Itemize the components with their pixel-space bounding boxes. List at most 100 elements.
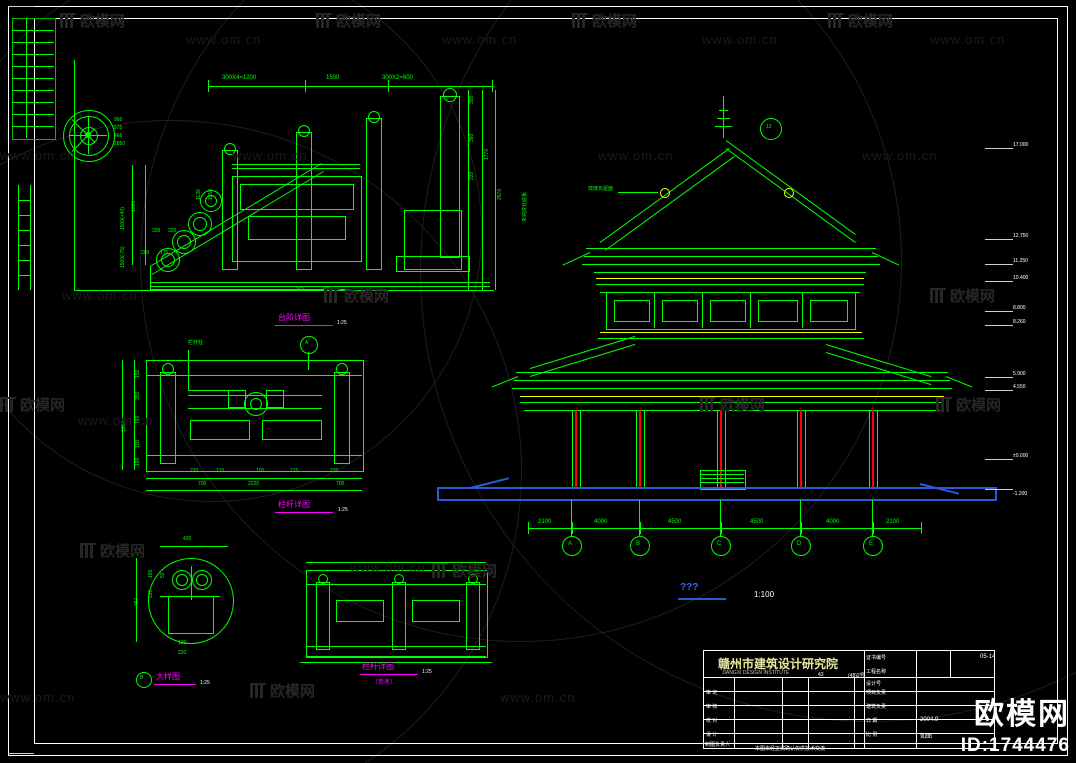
callout-circle-a: [300, 336, 318, 354]
railing-dim-b-3: 715: [290, 468, 299, 474]
railing-dim-b-4: 220: [330, 468, 339, 474]
stair-note-right: 未完成处底板: [522, 191, 528, 222]
stair-detail-scale: 1:25: [337, 320, 347, 326]
railing-panel-right: [262, 420, 322, 440]
axis-bubble-b: [630, 536, 650, 556]
tb-role-0: 审 定: [706, 690, 718, 696]
upper-roof-eave: [586, 248, 876, 249]
tb-role-3: 设 计: [706, 732, 718, 738]
panel-dim-left-2: 155: [148, 569, 154, 578]
newel-post: [222, 150, 238, 270]
column-a: [575, 410, 577, 488]
panel-detail-circle: [148, 558, 234, 644]
railing-dim-left-4: 100: [135, 439, 141, 448]
level-12750: 12.750: [1013, 233, 1029, 239]
stair-base-block: [404, 210, 462, 270]
railing-dim-b-6: 2220: [248, 481, 260, 487]
stair-dim-bottom-0: 3X5: [295, 286, 304, 292]
railing-detail-title: 栏杆详图: [278, 500, 310, 509]
callout-12-label: 12: [766, 124, 772, 130]
roof-ornament: [660, 188, 670, 198]
level-8800: 8.800: [1013, 305, 1026, 311]
watermark-brand: 欧模网: [936, 394, 1001, 415]
railing-elev-post: [466, 582, 480, 650]
stair-dim-r1: 575: [114, 125, 123, 131]
watermark-url: www.om.cn: [186, 32, 262, 47]
level-11250: 11.250: [1013, 258, 1028, 264]
axis-label-d: D: [797, 541, 802, 547]
watermark-url: www.om.cn: [78, 413, 154, 428]
railing-dim-left-5: 190: [135, 457, 141, 466]
railing-detail-scale: 1:25: [338, 507, 348, 513]
axis-label-a: A: [568, 541, 573, 547]
railing-elev-title: 栏杆详图: [362, 662, 394, 671]
axis-bubble-d: [791, 536, 811, 556]
column-e: [872, 410, 874, 488]
level-5900: 5.900: [1013, 371, 1026, 377]
main-view-title: ???: [680, 582, 699, 593]
watermark-url: www.om.cn: [62, 288, 138, 303]
brand-glyph-icon: [80, 543, 96, 558]
tb-role2-0: 项目负责: [866, 690, 887, 696]
balustrade-panel: [232, 176, 362, 262]
stair-dim-col-3: 1770: [484, 148, 490, 160]
column-c: [720, 410, 722, 488]
project-value: (48)2号: [848, 673, 865, 679]
brand-glyph-icon: [700, 397, 716, 412]
podium-top: [437, 487, 997, 489]
watermark-brand: 欧模网: [316, 10, 381, 31]
span-4: 4000: [826, 519, 840, 525]
tb-role-4: 制图负责人: [705, 742, 731, 748]
panel-dim-left-0: 457: [134, 597, 140, 606]
stair-detail-title: 台阶详图: [278, 313, 310, 322]
watermark-brand: 欧模网: [432, 560, 497, 581]
level-0000: ±0.000: [1013, 453, 1029, 459]
brand-glyph-icon: [60, 13, 76, 28]
tb-date: 2004.9: [920, 717, 939, 723]
level-4550: 4.550: [1013, 384, 1026, 390]
panel-detail-scale: 1:25: [200, 680, 210, 686]
tb-drawing-note: 本图未经正式确认仅供技术交流: [755, 746, 826, 752]
panel-scroll-right: [192, 570, 212, 590]
stair-dim-r2: 466: [114, 133, 123, 139]
railing-elev-scale: 1:25: [422, 669, 432, 675]
railing-dim-b-2: 150: [256, 468, 265, 474]
railing-elev-frame: [306, 570, 488, 658]
watermark-id: ID:1744476: [960, 735, 1070, 756]
stair-dim-col-0: 350: [469, 95, 475, 104]
railing-post-right: [334, 372, 350, 464]
watermark-brand: 欧模网: [572, 10, 637, 31]
callout-circle-12: [760, 118, 782, 140]
watermark-brand: 欧模网: [930, 285, 995, 306]
railing-dim-b-5: 700: [198, 481, 207, 487]
railing-elev-post: [392, 582, 406, 650]
stair-dim-left-1: 1500(+40): [120, 207, 126, 230]
railing-elev-note: （参考）: [372, 680, 397, 686]
railing-detail-frame: [146, 360, 364, 472]
axis-bubble-c: [711, 536, 731, 556]
stair-dim-left-0: 1000: [131, 200, 137, 212]
axis-dim-line: [528, 528, 922, 529]
watermark-brand: 欧模网: [324, 285, 389, 306]
bracket-band: [596, 278, 864, 279]
stair-dim-left-2: 1500(-75): [120, 246, 126, 268]
tb-role-1: 审 核: [706, 704, 718, 710]
roof-spire: [723, 96, 724, 138]
stair-dim-col-2: 220: [469, 171, 475, 180]
tb-role2-2: 日 期: [866, 718, 878, 724]
callout-b-label: B: [140, 675, 144, 681]
span-3: 4500: [750, 519, 764, 525]
watermark-brand: 欧模网: [60, 10, 125, 31]
project-label: 工程名称: [866, 669, 887, 675]
lower-roof-eave: [516, 372, 948, 373]
railing-dim-b-7: 700: [336, 481, 345, 487]
cert-value: 43: [818, 672, 824, 678]
axis-bubble-e: [863, 536, 883, 556]
axis-bubble-a: [562, 536, 582, 556]
watermark-url: www.om.cn: [0, 148, 76, 163]
railing-elev-panel: [336, 600, 384, 622]
railing-dim-b-1: 715: [216, 468, 225, 474]
scroll-ornament: [188, 212, 212, 236]
scroll-ornament: [200, 190, 222, 212]
